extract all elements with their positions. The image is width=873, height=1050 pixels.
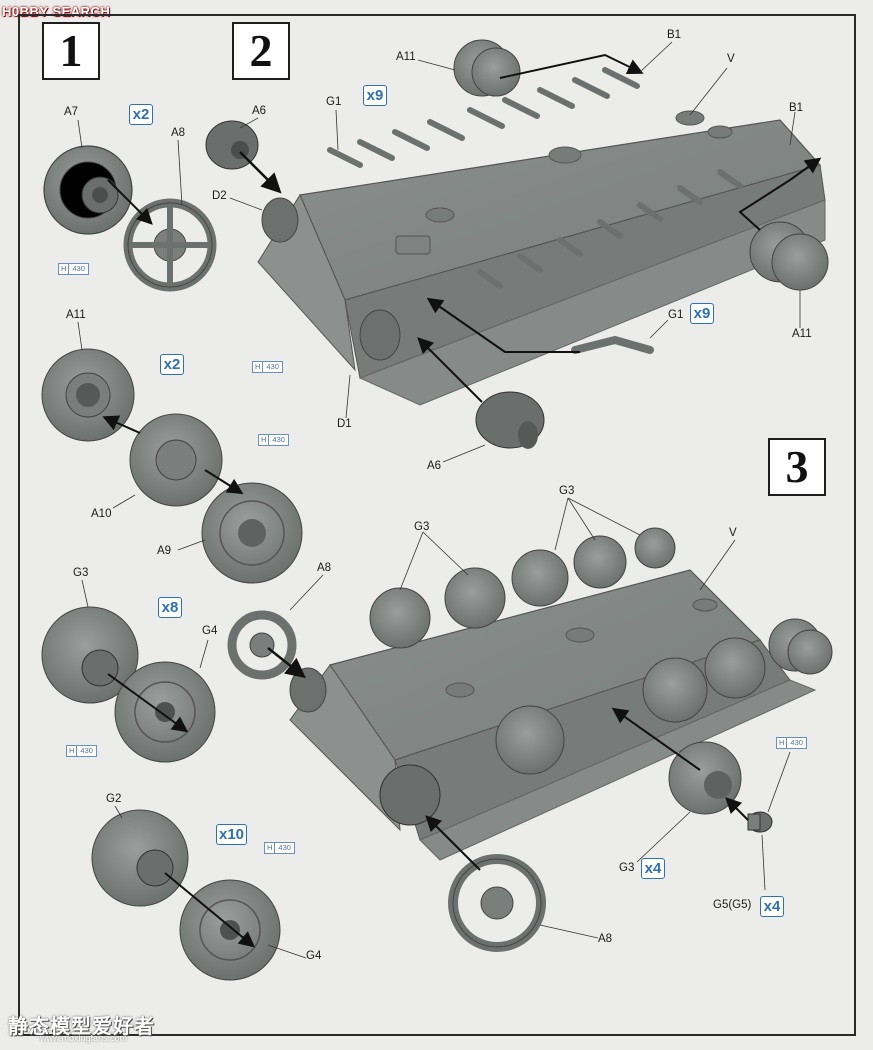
hull-step2 [257, 67, 826, 406]
label-g1-top: G1 [326, 96, 342, 108]
label-a7: A7 [64, 106, 79, 118]
label-a10: A10 [91, 508, 112, 520]
step-number-3: 3 [768, 438, 826, 496]
label-a8-step3a: A8 [317, 562, 332, 574]
label-d1: D1 [337, 418, 352, 430]
quantity-badge-x9-g1-top: x9 [363, 85, 387, 106]
g1-swing-arm-part [571, 335, 654, 354]
label-d2: D2 [212, 190, 227, 202]
a11-idler-right-part [749, 221, 829, 291]
label-a6-bottom: A6 [427, 460, 442, 472]
a9-idler-disc-part [201, 482, 303, 584]
label-g3-left: G3 [414, 521, 430, 533]
quantity-badge-x4-g5: x4 [760, 896, 784, 917]
watermark-chinese: 静态模型爱好者 [8, 1016, 155, 1038]
label-g3-step3: G3 [619, 862, 635, 874]
quantity-badge-x2-a7: x2 [129, 104, 153, 125]
label-g2: G2 [106, 793, 122, 805]
a6-hub-bottom-part [475, 391, 545, 449]
label-a8-step3b: A8 [598, 933, 613, 945]
label-a6-top: A6 [252, 105, 267, 117]
quantity-badge-x2-a11: x2 [160, 354, 184, 375]
watermark-url: www.moxingfans.com [40, 1033, 128, 1043]
label-b1-right: B1 [789, 102, 804, 114]
label-g4-step1b: G4 [306, 950, 322, 962]
label-g5: G5(G5) [713, 899, 752, 911]
g5-hubcap-part [747, 811, 773, 833]
quantity-badge-x10-g2: x10 [216, 824, 248, 845]
step3-lower-roadwheels [379, 618, 833, 826]
label-a11-step1: A11 [66, 309, 86, 321]
label-a11-right: A11 [792, 328, 812, 340]
label-v-step2: V [727, 53, 735, 65]
a7-sprocket-part [43, 145, 133, 235]
a8-sprocket-ring-part [123, 198, 217, 292]
label-b1-top: B1 [667, 29, 682, 41]
a8-sprocket-step3-bottom [448, 854, 546, 952]
label-a11-top: A11 [396, 51, 416, 63]
label-a9: A9 [157, 545, 172, 557]
a11-idler-part [41, 348, 135, 442]
label-g4-step1a: G4 [202, 625, 218, 637]
label-g3-top: G3 [559, 485, 575, 497]
label-g1-side: G1 [668, 309, 684, 321]
label-g3-step1: G3 [73, 567, 89, 579]
a11-idler-top-part [453, 39, 521, 97]
g4-roadwheel-part-b [179, 879, 281, 981]
quantity-badge-x9-g1-side: x9 [690, 303, 714, 324]
g2-roadwheel-part [91, 809, 189, 907]
a10-idler-part [129, 413, 223, 507]
page-frame [18, 14, 856, 1036]
quantity-badge-x8-g3: x8 [158, 597, 182, 618]
step-number-1: 1 [42, 22, 100, 80]
label-v-step3: V [729, 527, 737, 539]
step3-top-roadwheels [369, 527, 676, 649]
a8-sprocket-step3-top [227, 610, 297, 680]
label-a8-step1: A8 [171, 127, 186, 139]
g4-roadwheel-part [114, 661, 216, 763]
quantity-badge-x4-g3-step3: x4 [641, 858, 665, 879]
leader-lines [77, 41, 801, 959]
step-number-2: 2 [232, 22, 290, 80]
